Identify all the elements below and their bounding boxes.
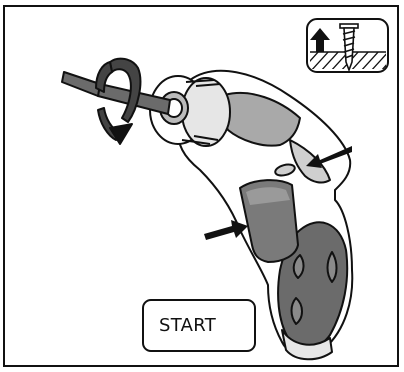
start-button[interactable]: START — [142, 299, 256, 352]
start-button-label: START — [159, 315, 216, 336]
trigger-button — [240, 180, 298, 262]
screw-up-direction-icon — [300, 19, 400, 72]
